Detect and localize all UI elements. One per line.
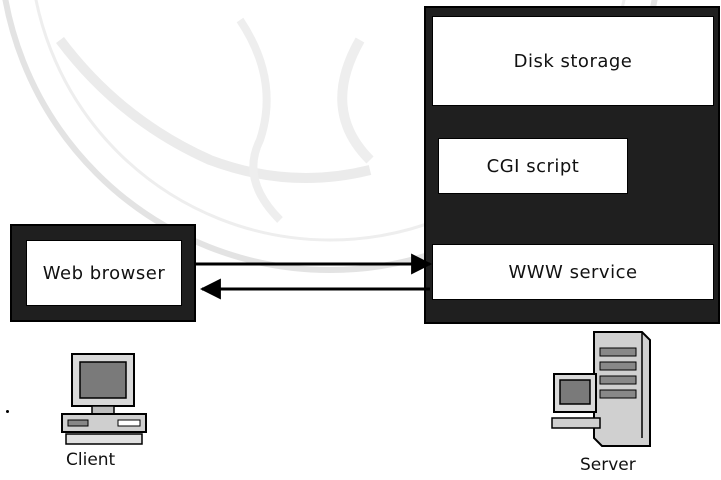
stray-dot	[6, 410, 9, 413]
client-caption: Client	[66, 450, 115, 470]
desktop-computer-icon	[56, 348, 152, 448]
tower-server-icon	[550, 328, 654, 450]
server-caption: Server	[580, 455, 636, 475]
